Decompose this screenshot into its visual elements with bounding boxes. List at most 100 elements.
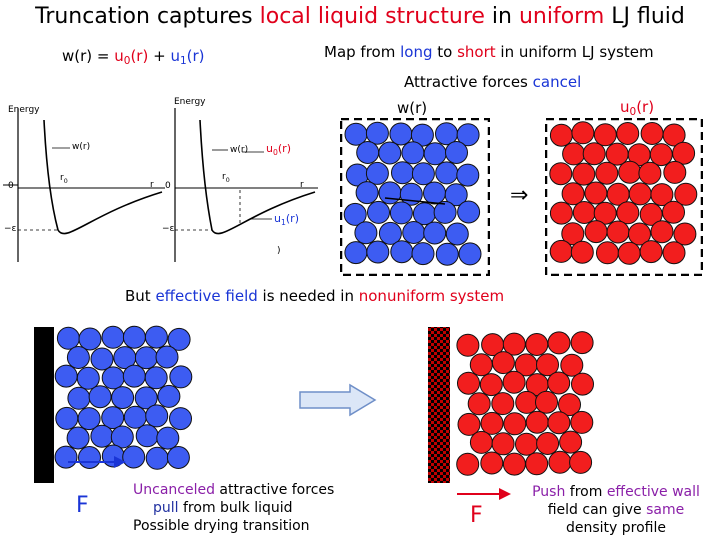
particle: [672, 141, 696, 165]
particle: [123, 405, 147, 429]
uniform-red-box: [545, 118, 703, 276]
particle: [535, 390, 558, 414]
particle: [561, 182, 585, 206]
particle: [433, 200, 457, 224]
particle: [571, 372, 594, 396]
particle: [536, 432, 560, 455]
particle: [616, 122, 640, 145]
particle: [423, 181, 446, 205]
particle: [562, 142, 586, 166]
particle: [169, 407, 192, 431]
particle: [569, 450, 593, 474]
particle: [90, 347, 114, 371]
particle: [547, 371, 571, 395]
particle: [122, 445, 146, 469]
particle: [639, 202, 663, 226]
particle: [480, 451, 504, 475]
particle: [606, 220, 630, 244]
particle: [491, 392, 515, 416]
map-description: Map from long to short in uniform LJ sys…: [324, 43, 654, 61]
left-r-axis-label: r: [150, 180, 154, 190]
particle: [366, 240, 390, 264]
left-energy-label: Energy: [8, 105, 40, 115]
particle: [549, 201, 573, 225]
particle: [480, 411, 504, 435]
particle: [628, 182, 652, 206]
particle: [548, 450, 572, 474]
uniform-blue-box: [340, 118, 490, 276]
particle: [618, 160, 642, 184]
particle: [491, 432, 515, 456]
particle: [101, 325, 125, 349]
particle: [502, 332, 526, 356]
particle: [101, 406, 125, 430]
particle: [515, 432, 538, 456]
particle: [549, 239, 573, 263]
particle: [389, 122, 413, 146]
particle: [584, 181, 608, 205]
left-zero-label: 0: [8, 181, 14, 191]
transform-arrow-icon: [299, 383, 377, 417]
particle: [134, 346, 158, 370]
particle: [558, 393, 581, 417]
particle: [145, 404, 169, 428]
plot-w-r: [3, 108, 165, 262]
force-label-right: F: [470, 503, 483, 528]
particle: [662, 241, 686, 265]
particle: [628, 222, 651, 246]
particle: [445, 222, 469, 246]
particle: [456, 123, 480, 147]
particle: [354, 221, 378, 245]
particle: [55, 406, 79, 430]
particle: [593, 123, 617, 147]
particle: [617, 241, 641, 265]
effective-wall-caption: Push from effective wall field can give …: [532, 484, 700, 536]
force-arrow-left-icon: [68, 456, 126, 468]
particle: [596, 241, 619, 265]
left-curve-label: w(r): [72, 142, 91, 152]
particle: [155, 345, 179, 369]
particle: [547, 411, 571, 435]
particle: [166, 446, 190, 469]
particle: [570, 331, 594, 355]
particle: [378, 141, 402, 165]
particle: [458, 242, 482, 266]
particle: [78, 327, 102, 351]
effective-field-statement: But effective field is needed in nonunif…: [125, 287, 505, 305]
right-r0-label: r0: [222, 172, 230, 184]
particle: [503, 412, 527, 436]
particle: [674, 182, 698, 206]
particle: [469, 353, 493, 377]
drying-caption: Uncanceled attractive forces pull from b…: [133, 482, 335, 534]
force-label-left: F: [76, 493, 89, 518]
particle: [410, 123, 434, 147]
right-zero-label: 0: [165, 181, 171, 191]
particle: [469, 430, 493, 454]
particle: [88, 385, 112, 409]
particle: [560, 353, 584, 377]
particle: [144, 325, 168, 349]
left-eps-label: −ε: [4, 224, 17, 234]
particle: [54, 364, 78, 388]
right-energy-label: Energy: [174, 97, 206, 107]
particle: [56, 326, 80, 350]
slide-title: Truncation captures local liquid structu…: [35, 4, 685, 29]
right-eps-label: −ε: [162, 224, 175, 234]
particle: [423, 142, 447, 166]
particle: [547, 331, 571, 355]
particle: [390, 240, 414, 264]
force-arrow-right-icon: [457, 488, 511, 500]
left-r0-label: r0: [60, 173, 68, 185]
particle: [378, 181, 402, 205]
particle: [145, 446, 169, 470]
particle: [90, 424, 114, 448]
decomposition-equation: w(r) = u0(r) + u1(r): [62, 47, 205, 67]
particle: [595, 161, 619, 185]
particle: [411, 162, 435, 186]
particle: [572, 162, 596, 186]
particle: [582, 142, 606, 166]
particle: [66, 426, 90, 450]
particle: [593, 201, 617, 225]
particle: [663, 160, 687, 184]
implies-arrow-icon: ⇒: [510, 183, 529, 208]
